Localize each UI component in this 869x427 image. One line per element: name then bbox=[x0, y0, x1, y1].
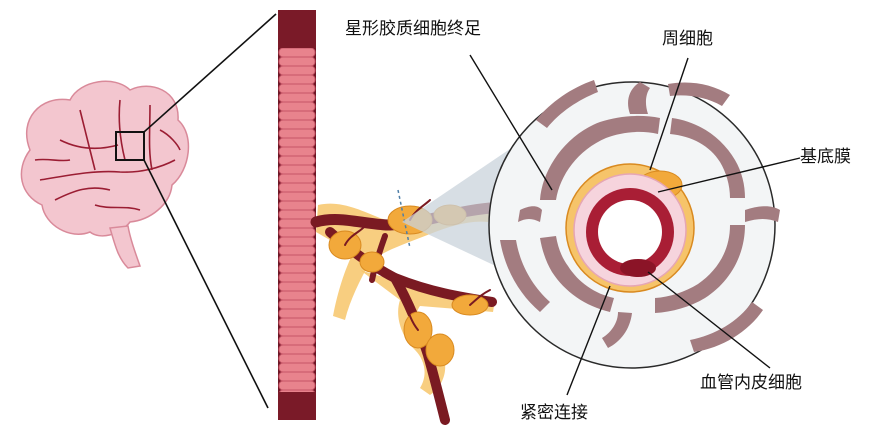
zoom-line-top bbox=[144, 14, 276, 132]
vessel-bottom-cap bbox=[278, 392, 316, 420]
vessel-ring bbox=[279, 66, 315, 75]
vessel-ring bbox=[279, 237, 315, 246]
vessel-ring bbox=[279, 264, 315, 273]
vessel-ring bbox=[279, 300, 315, 309]
vessel-ring bbox=[279, 120, 315, 129]
vessel-ring bbox=[279, 102, 315, 111]
label-endothelial-cell: 血管内皮细胞 bbox=[700, 373, 802, 393]
vessel-ring bbox=[279, 345, 315, 354]
vessel-ring bbox=[279, 210, 315, 219]
vessel-ring bbox=[279, 165, 315, 174]
brain-shape bbox=[21, 81, 188, 236]
vessel-ring bbox=[279, 354, 315, 363]
brain-illustration bbox=[21, 81, 188, 268]
vessel-ring bbox=[279, 318, 315, 327]
blood-vessel bbox=[278, 10, 316, 420]
label-astrocyte-endfoot: 星形胶质细胞终足 bbox=[345, 19, 481, 39]
vessel-ring bbox=[279, 363, 315, 372]
vessel-ring bbox=[279, 219, 315, 228]
vessel-top-cap bbox=[278, 10, 316, 48]
vessel-ring bbox=[279, 381, 315, 390]
astrocyte-cell bbox=[426, 334, 454, 366]
vessel-rings bbox=[279, 48, 315, 399]
vessel-ring bbox=[279, 255, 315, 264]
cross-section bbox=[489, 80, 780, 368]
vessel-ring bbox=[279, 129, 315, 138]
vessel-ring bbox=[279, 246, 315, 255]
vessel-lumen-cross bbox=[598, 200, 662, 264]
vessel-ring bbox=[279, 93, 315, 102]
vessel-ring bbox=[279, 372, 315, 381]
vessel-ring bbox=[279, 174, 315, 183]
vessel-ring bbox=[279, 282, 315, 291]
vessel-ring bbox=[279, 48, 315, 57]
vessel-ring bbox=[279, 183, 315, 192]
vessel-ring bbox=[279, 336, 315, 345]
vessel-ring bbox=[279, 138, 315, 147]
vessel-ring bbox=[279, 147, 315, 156]
vessel-ring bbox=[279, 309, 315, 318]
vessel-ring bbox=[279, 273, 315, 282]
vessel-ring bbox=[279, 111, 315, 120]
astrocyte-cell bbox=[360, 252, 384, 272]
brain-stem bbox=[110, 226, 140, 268]
vessel-ring bbox=[279, 291, 315, 300]
vessel-ring bbox=[279, 156, 315, 165]
label-tight-junction: 紧密连接 bbox=[520, 403, 588, 423]
zoom-line-bottom bbox=[144, 160, 268, 408]
label-basement-membrane: 基底膜 bbox=[800, 147, 851, 167]
vessel-ring bbox=[279, 57, 315, 66]
vessel-ring bbox=[279, 228, 315, 237]
vessel-ring bbox=[279, 192, 315, 201]
vessel-ring bbox=[279, 75, 315, 84]
vessel-ring bbox=[279, 84, 315, 93]
vessel-ring bbox=[279, 201, 315, 210]
label-pericyte: 周细胞 bbox=[662, 29, 713, 49]
vessel-ring bbox=[279, 327, 315, 336]
